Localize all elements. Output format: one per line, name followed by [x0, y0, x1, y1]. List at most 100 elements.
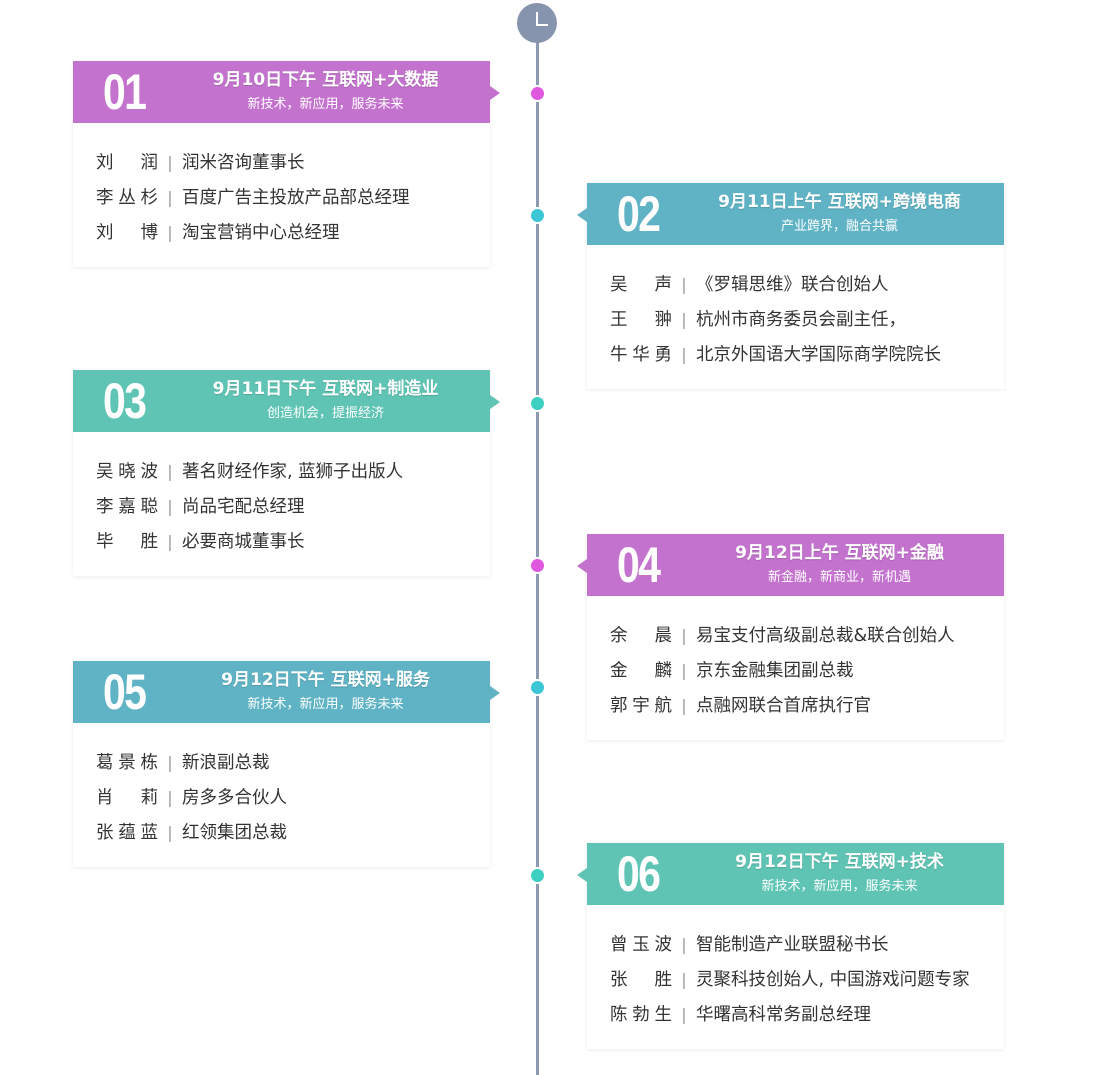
speaker-row: 刘 润 | 润米咨询董事长 — [96, 145, 480, 180]
session-number: 04 — [617, 537, 661, 593]
speaker-role: 润米咨询董事长 — [182, 153, 305, 173]
speaker-name: 肖 莉 — [96, 788, 158, 808]
speaker-row: 肖 莉 | 房多多合伙人 — [96, 780, 480, 815]
speaker-role: 房多多合伙人 — [182, 788, 287, 808]
speaker-row: 陈勃生 | 华曙高科常务副总经理 — [610, 997, 994, 1032]
session-title: 9月12日上午 互联网+金融 — [735, 543, 944, 563]
session-banner: 03 9月11日下午 互联网+制造业 创造机会，提振经济 — [73, 370, 500, 432]
speaker-role: 北京外国语大学国际商学院院长 — [696, 345, 941, 365]
separator: | — [167, 788, 173, 807]
speaker-role: 华曙高科常务副总经理 — [696, 1005, 871, 1025]
timeline-dot-05 — [531, 681, 544, 694]
speaker-role: 新浪副总裁 — [182, 753, 270, 773]
session-card-02: 02 9月11日上午 互联网+跨境电商 产业跨界，融合共赢 吴 声|《罗辑思维》… — [577, 183, 1004, 389]
session-banner: 05 9月12日下午 互联网+服务 新技术，新应用，服务未来 — [73, 661, 500, 723]
session-card-06: 06 9月12日下午 互联网+技术 新技术，新应用，服务未来 曾玉波 | 智能制造产… — [577, 843, 1004, 1049]
session-number: 03 — [103, 373, 147, 429]
speaker-name: 刘 博 — [96, 223, 158, 243]
speaker-name: 金 麟 — [610, 661, 672, 681]
speaker-role: 必要商城董事长 — [182, 532, 305, 552]
session-subtitle: 产业跨界，融合共赢 — [780, 219, 898, 234]
timeline-dot-02 — [531, 209, 544, 222]
separator: | — [681, 310, 687, 329]
speaker-role: 京东金融集团副总裁 — [696, 661, 854, 681]
banner-pointer — [577, 559, 587, 573]
clock-icon — [517, 3, 557, 43]
speaker-role: 《罗辑思维》联合创始人 — [696, 275, 889, 295]
speaker-role: 杭州市商务委员会副主任， — [696, 310, 906, 330]
speaker-name: 郭宇航 — [610, 696, 672, 716]
speaker-row: 金 麟|京东金融集团副总裁 — [610, 653, 994, 688]
separator: | — [167, 153, 173, 172]
timeline-dot-04 — [531, 559, 544, 572]
separator: | — [681, 935, 687, 954]
speaker-role: 灵聚科技创始人, 中国游戏问题专家 — [696, 970, 970, 990]
separator: | — [167, 223, 173, 242]
speaker-name: 李丛杉 — [96, 188, 158, 208]
speaker-list: 吴 声|《罗辑思维》联合创始人 王 翀|杭州市商务委员会副主任， 牛华勇|北京外… — [610, 267, 994, 372]
timeline-line — [536, 36, 539, 1075]
speaker-name: 吴晓波 — [96, 462, 158, 482]
separator: | — [167, 497, 173, 516]
speaker-role: 红领集团总裁 — [182, 823, 287, 843]
speaker-row: 张 胜 | 灵聚科技创始人, 中国游戏问题专家 — [610, 962, 994, 997]
speaker-row: 李嘉聪 | 尚品宅配总经理 — [96, 489, 480, 524]
speaker-list: 葛景栋 | 新浪副总裁 肖 莉 | 房多多合伙人 张蕴蓝|红领集团总裁 — [96, 745, 480, 850]
separator: | — [167, 532, 173, 551]
session-banner: 02 9月11日上午 互联网+跨境电商 产业跨界，融合共赢 — [577, 183, 1004, 245]
speaker-list: 余 晨|易宝支付高级副总裁&联合创始人 金 麟|京东金融集团副总裁 郭宇航|点融… — [610, 618, 994, 723]
speaker-row: 曾玉波 | 智能制造产业联盟秘书长 — [610, 927, 994, 962]
session-number: 02 — [617, 186, 661, 242]
session-title: 9月12日下午 互联网+服务 — [221, 670, 430, 690]
speaker-row: 郭宇航 | 点融网联合首席执行官 — [610, 688, 994, 723]
session-subtitle: 新技术，新应用，服务未来 — [247, 97, 404, 112]
speaker-role: 点融网联合首席执行官 — [696, 696, 871, 716]
separator: | — [681, 696, 687, 715]
separator: | — [681, 1005, 687, 1024]
session-banner: 01 9月10日下午 互联网+大数据 新技术，新应用，服务未来 — [73, 61, 500, 123]
speaker-row: 王 翀|杭州市商务委员会副主任， — [610, 302, 994, 337]
session-banner: 06 9月12日下午 互联网+技术 新技术，新应用，服务未来 — [577, 843, 1004, 905]
session-card-05: 05 9月12日下午 互联网+服务 新技术，新应用，服务未来 葛景栋 | 新浪副总裁… — [73, 661, 500, 867]
session-title: 9月11日下午 互联网+制造业 — [212, 379, 439, 399]
session-title: 9月11日上午 互联网+跨境电商 — [718, 192, 961, 212]
separator: | — [681, 626, 687, 645]
session-card-04: 04 9月12日上午 互联网+金融 新金融，新商业，新机遇 余 晨|易宝支付高级… — [577, 534, 1004, 740]
speaker-name: 陈勃生 — [610, 1005, 672, 1025]
timeline-dot-06 — [531, 869, 544, 882]
separator: | — [681, 970, 687, 989]
speaker-name: 吴 声 — [610, 275, 672, 295]
separator: | — [167, 188, 173, 207]
speaker-role: 尚品宅配总经理 — [182, 497, 305, 517]
speaker-row: 吴 声|《罗辑思维》联合创始人 — [610, 267, 994, 302]
speaker-name: 李嘉聪 — [96, 497, 158, 517]
session-number: 01 — [103, 64, 147, 120]
session-subtitle: 新技术，新应用，服务未来 — [761, 879, 918, 894]
session-subtitle: 新技术，新应用，服务未来 — [247, 697, 404, 712]
session-subtitle: 创造机会，提振经济 — [266, 406, 384, 421]
speaker-name: 曾玉波 — [610, 935, 672, 955]
speaker-role: 淘宝营销中心总经理 — [182, 223, 340, 243]
speaker-name: 张蕴蓝 — [96, 823, 158, 843]
speaker-row: 牛华勇 | 北京外国语大学国际商学院院长 — [610, 337, 994, 372]
speaker-name: 刘 润 — [96, 153, 158, 173]
timeline-dot-01 — [531, 87, 544, 100]
banner-pointer — [490, 395, 500, 409]
speaker-name: 牛华勇 — [610, 345, 672, 365]
speaker-name: 毕 胜 — [96, 532, 158, 552]
speaker-name: 张 胜 — [610, 970, 672, 990]
separator: | — [681, 345, 687, 364]
speaker-name: 葛景栋 — [96, 753, 158, 773]
speaker-row: 张蕴蓝|红领集团总裁 — [96, 815, 480, 850]
speaker-list: 刘 润|润米咨询董事长 李丛杉|百度广告主投放产品部总经理 刘 博|淘宝营销中心… — [96, 145, 480, 250]
banner-pointer — [490, 86, 500, 100]
speaker-role: 易宝支付高级副总裁&联合创始人 — [696, 626, 955, 646]
speaker-list: 吴晓波|著名财经作家, 蓝狮子出版人 李嘉聪|尚品宅配总经理 毕 胜|必要商城董… — [96, 454, 480, 559]
speaker-row: 刘 博 | 淘宝营销中心总经理 — [96, 215, 480, 250]
separator: | — [167, 462, 173, 481]
speaker-role: 智能制造产业联盟秘书长 — [696, 935, 889, 955]
session-number: 06 — [617, 846, 661, 902]
speaker-list: 曾玉波 | 智能制造产业联盟秘书长 张 胜 | 灵聚科技创始人, 中国游戏问题专家 陈勃… — [610, 927, 994, 1032]
session-number: 05 — [103, 664, 147, 720]
session-card-03: 03 9月11日下午 互联网+制造业 创造机会，提振经济 吴晓波|著名财经作家,… — [73, 370, 500, 576]
